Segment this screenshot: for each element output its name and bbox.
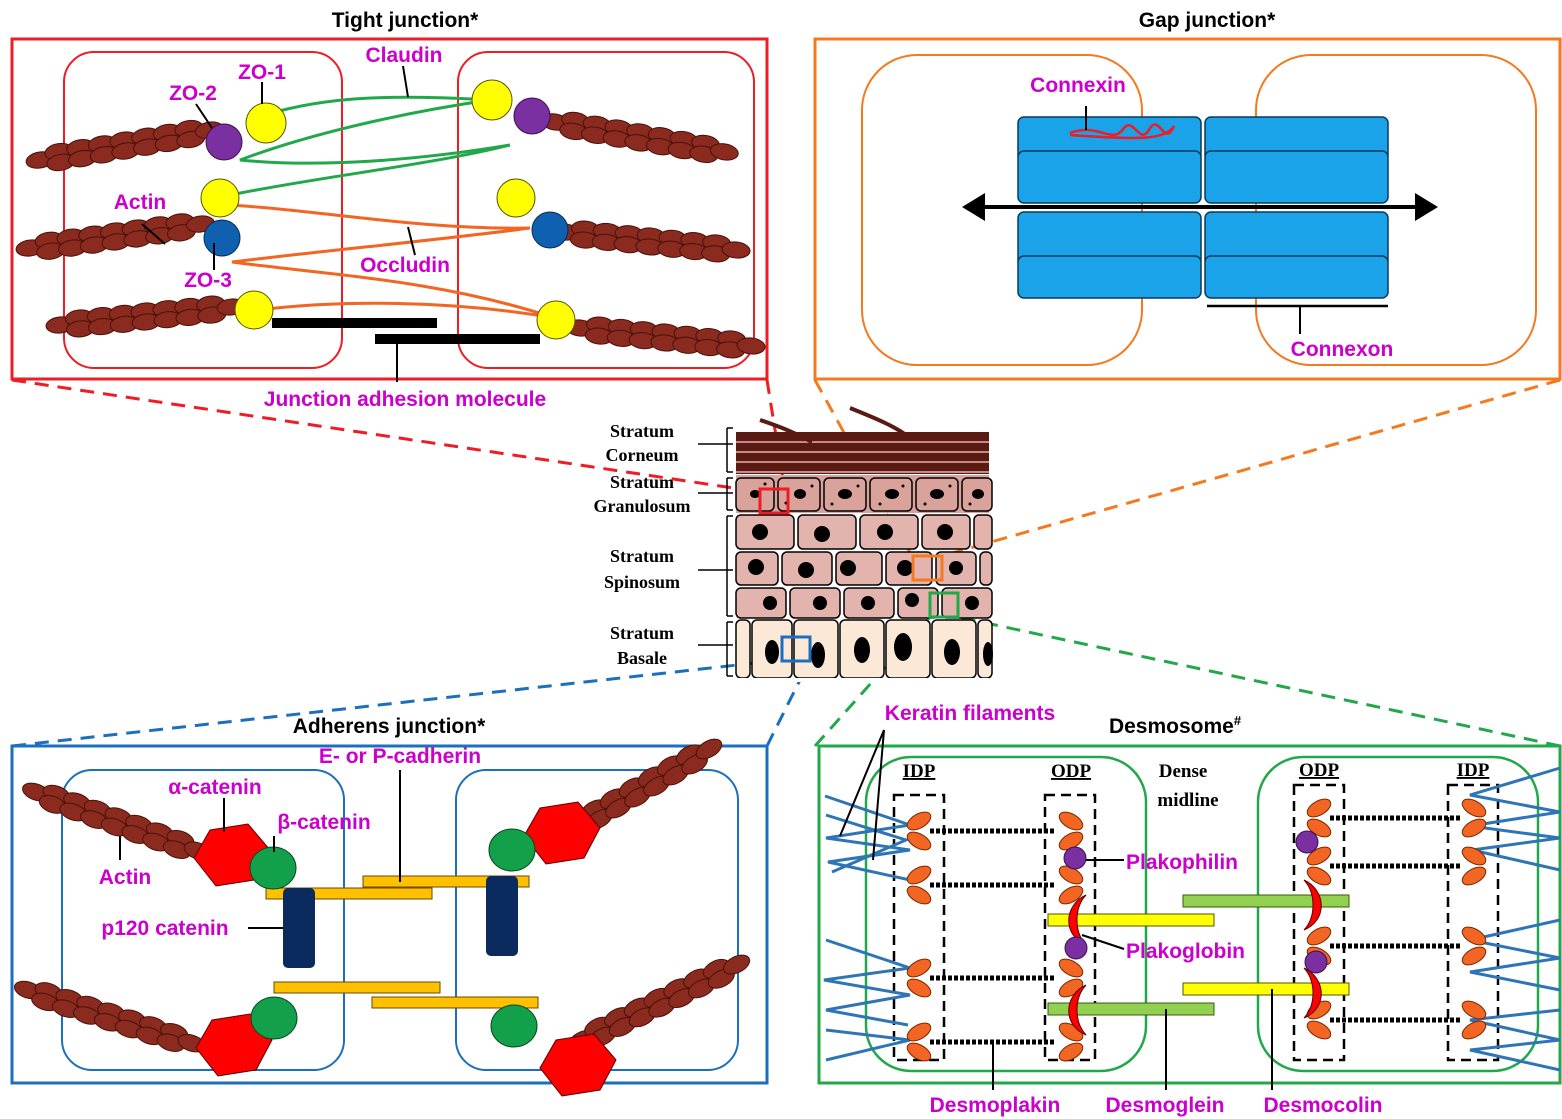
stratum-basale-label-2: Basale <box>617 648 667 668</box>
tight-junction-panel: Tight junction* <box>12 9 767 411</box>
dense-midline-label-2: midline <box>1157 790 1218 811</box>
tight-junction-title: Tight junction* <box>332 9 479 32</box>
desmoglein-bar <box>1183 895 1349 907</box>
zo1-label: ZO-1 <box>238 61 286 84</box>
actin-label-aj: Actin <box>99 866 152 889</box>
keratin-label: Keratin filaments <box>885 702 1055 725</box>
connexin-block <box>1205 151 1388 203</box>
desmocolin-label: Desmocolin <box>1263 1094 1382 1117</box>
desmoglein-label: Desmoglein <box>1105 1094 1224 1117</box>
plakophilin <box>1065 937 1087 959</box>
jam-bar-right <box>375 334 540 344</box>
zo2-protein-right <box>514 98 550 134</box>
odp-left-label: ODP <box>1051 761 1092 782</box>
desmocolin-bar <box>1183 983 1349 995</box>
zo1-protein-right-low <box>537 301 575 339</box>
idp-left-label: IDP <box>903 761 936 782</box>
dense-midline-label-1: Dense <box>1159 761 1208 782</box>
beta-catenin <box>250 847 296 889</box>
epidermis-illustration: Stratum Corneum Stratum Granulosum Strat… <box>593 408 993 682</box>
zo2-protein <box>206 124 242 160</box>
desmosome-panel: Desmosome# <box>819 702 1560 1117</box>
zo1-protein-low <box>235 291 273 329</box>
gap-junction-title: Gap junction* <box>1139 9 1276 32</box>
plakoglobin-label: Plakoglobin <box>1126 940 1245 963</box>
zo1-protein-right-top <box>472 80 512 120</box>
desmoplakin-label: Desmoplakin <box>930 1094 1061 1117</box>
connexin-block <box>1205 256 1388 298</box>
connexin-label: Connexin <box>1030 74 1126 97</box>
cadherin-bar <box>274 982 440 993</box>
adherens-junction-panel: Adherens junction* E- or P-cadherin α <box>10 715 767 1096</box>
plakophilin <box>1305 951 1327 973</box>
stratum-spinosum-label-1: Stratum <box>610 546 674 566</box>
zo3-protein <box>204 220 240 256</box>
jam-bar-left <box>272 318 437 328</box>
p120-catenin <box>486 876 518 956</box>
zo1-protein-mid <box>201 179 239 217</box>
desmosome-title: Desmosome# <box>1109 713 1242 738</box>
gap-connector-right <box>942 380 1560 556</box>
claudin-label: Claudin <box>366 44 443 67</box>
plakophilin <box>1064 847 1086 869</box>
p120-label: p120 catenin <box>101 917 228 940</box>
zo1-protein <box>246 103 286 143</box>
beta-catenin-label: β-catenin <box>277 811 370 834</box>
stratum-granulosum-label-1: Stratum <box>610 472 674 492</box>
actin-label-tj: Actin <box>114 191 167 214</box>
jam-label: Junction adhesion molecule <box>264 388 546 411</box>
alpha-catenin-label: α-catenin <box>168 776 261 799</box>
zo3-protein-right <box>532 212 568 248</box>
connexin-block <box>1018 256 1201 298</box>
connexon-label: Connexon <box>1291 338 1394 361</box>
plakophilin <box>1296 831 1318 853</box>
gap-junction-panel: Gap junction* Connexin Connexon <box>815 9 1560 379</box>
stratum-corneum-layer <box>736 432 989 474</box>
stratum-corneum-label-1: Stratum <box>610 421 674 441</box>
p120-catenin <box>283 888 315 968</box>
adherens-junction-title: Adherens junction* <box>293 715 486 738</box>
cadherin-label: E- or P-cadherin <box>319 745 481 768</box>
beta-catenin <box>251 997 297 1039</box>
odp-right-label: ODP <box>1299 760 1340 781</box>
beta-catenin <box>491 1005 537 1047</box>
connexin-block <box>1018 151 1201 203</box>
stratum-basale-label-1: Stratum <box>610 623 674 643</box>
occludin-label: Occludin <box>360 254 450 277</box>
idp-right-label: IDP <box>1457 760 1490 781</box>
beta-catenin <box>489 829 535 871</box>
zo3-label: ZO-3 <box>184 269 232 292</box>
zo1-protein-right-mid <box>497 179 535 217</box>
desmo-connector-right <box>958 617 1560 746</box>
stratum-corneum-label-2: Corneum <box>606 445 679 465</box>
zo2-label: ZO-2 <box>169 82 217 105</box>
stratum-spinosum-label-2: Spinosum <box>604 572 680 592</box>
plakophilin-label: Plakophilin <box>1126 851 1238 874</box>
stratum-granulosum-label-2: Granulosum <box>593 496 690 516</box>
